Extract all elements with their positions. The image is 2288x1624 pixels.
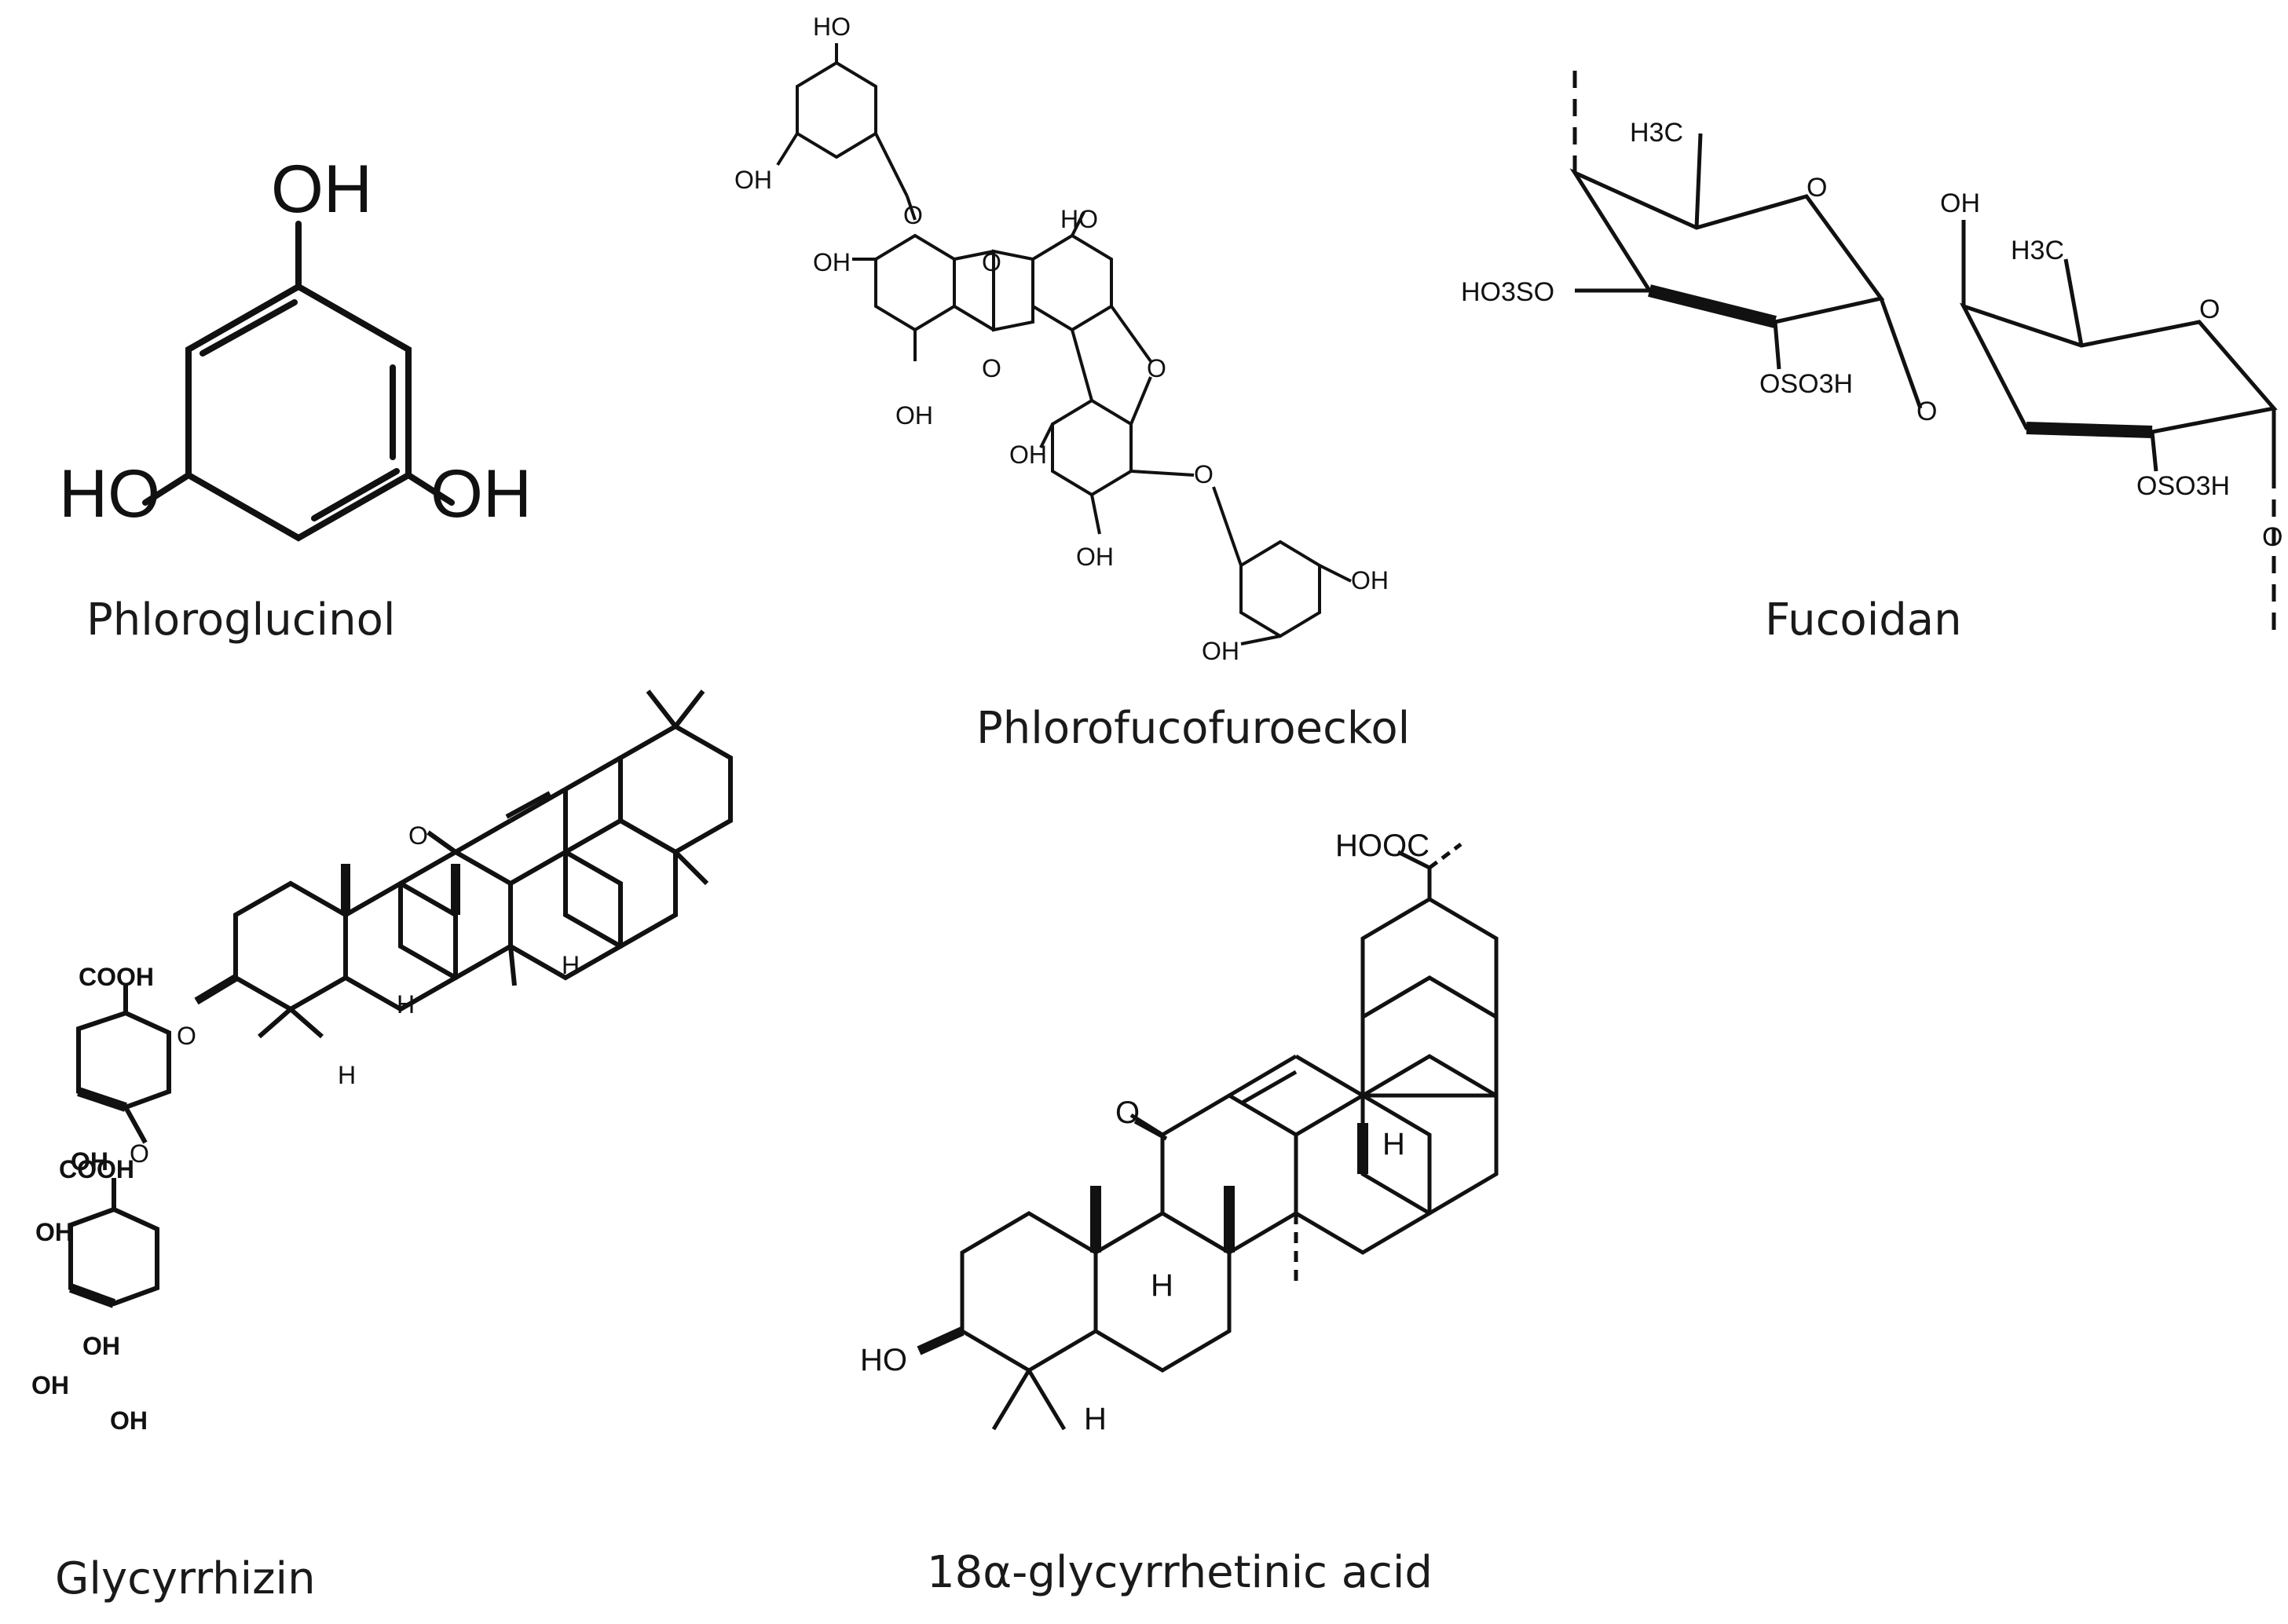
pff-o-5: O [1194,460,1214,488]
gra-h-3: H [1084,1402,1107,1436]
gra-ho: HO [860,1343,907,1377]
caption-glycyrrhizin: Glycyrrhizin [55,1553,316,1604]
pff-oh-2: OH [734,166,772,194]
glycyrrhizin-h-1: H [562,951,580,979]
glycyrrhizin-h-2: H [397,990,415,1019]
pff-oh-8: OH [1351,566,1389,594]
glycyrrhetinic-acid-structure [917,843,1499,1431]
pff-oh-7: OH [1076,543,1114,571]
fucoidan-oh: OH [1940,188,1980,218]
pff-oh-6: OH [1009,441,1047,469]
pff-o-3: O [982,354,1001,382]
pff-o-4: O [1147,354,1166,382]
glycyrrhizin-ketone-o: O [408,821,428,850]
caption-glycyrrhetinic-acid: 18α-glycyrrhetinic acid [927,1547,1433,1598]
fucoidan-h3c-1: H3C [1630,118,1683,148]
glycyrrhizin-cooh-2: COOH [59,1155,134,1183]
caption-fucoidan: Fucoidan [1765,594,1962,646]
fucoidan-h3c-2: H3C [2011,236,2064,265]
caption-phlorofucofuroeckol: Phlorofucofuroeckol [976,703,1411,754]
pff-oh-5: OH [895,401,933,430]
phloroglucinol-oh-right: OH [430,456,532,532]
pff-o-1: O [903,201,923,229]
fucoidan-o-link: O [1916,397,1937,426]
gra-ketone-o: O [1115,1095,1140,1130]
pff-oh-1: HO [813,13,851,41]
glycyrrhizin-oh-5: OH [110,1406,148,1435]
caption-phloroglucinol: Phloroglucinol [86,594,396,646]
pff-o-2: O [982,248,1001,276]
glycyrrhizin-cooh-1: COOH [79,963,154,991]
gra-h-2: H [1151,1268,1173,1303]
fucoidan-oso3h-2: OSO3H [2136,471,2230,501]
glycyrrhizin-h-3: H [338,1061,356,1089]
pff-ho-4: HO [1060,205,1098,233]
glycyrrhizin-oh-4: OH [31,1371,69,1399]
fucoidan-ho3so: HO3SO [1461,277,1554,307]
glycyrrhizin-o-link-1: O [177,1022,196,1050]
phlorofucofuroeckol-structure [776,43,1352,646]
gra-h-1: H [1382,1127,1405,1161]
glycyrrhizin-o-link-2: O [130,1139,149,1168]
fucoidan-o-ring-2: O [2199,294,2220,324]
glycyrrhizin-structure [68,689,733,1308]
fucoidan-o-bottom: O [2262,522,2283,552]
gra-hooc: HOOC [1335,828,1430,863]
fucoidan-structure [1569,71,2278,636]
phloroglucinol-ho-left: HO [59,456,160,532]
phloroglucinol-structure [142,221,455,542]
glycyrrhizin-oh-1: OH [71,1147,108,1176]
glycyrrhizin-oh-2: OH [35,1218,73,1246]
fucoidan-oso3h-1: OSO3H [1759,369,1853,399]
pff-oh-3: OH [813,248,851,276]
pff-oh-9: OH [1202,637,1239,665]
fucoidan-o-ring-1: O [1807,173,1827,203]
glycyrrhizin-oh-3: OH [82,1332,120,1360]
phloroglucinol-oh-top: OH [271,152,372,227]
